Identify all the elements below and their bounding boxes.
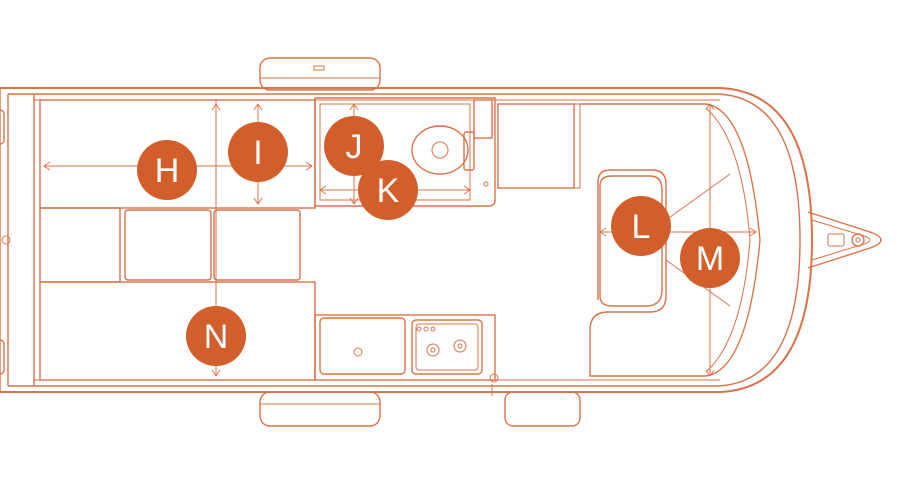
tow-hitch: [807, 211, 882, 269]
rear-bed: [39, 99, 316, 381]
kitchen: [314, 314, 499, 396]
marker-N: N: [186, 306, 246, 366]
marker-H: H: [137, 140, 197, 200]
marker-I-label: I: [253, 134, 262, 172]
rear-bumpers: [0, 109, 11, 375]
marker-L: L: [611, 196, 671, 256]
marker-K-label: K: [377, 172, 400, 210]
marker-L-label: L: [632, 208, 651, 246]
wardrobe: [497, 103, 581, 189]
marker-N-label: N: [204, 318, 229, 356]
front-dinette: [580, 103, 761, 377]
marker-K: K: [358, 160, 418, 220]
marker-M-label: M: [696, 240, 724, 278]
marker-J: J: [324, 116, 384, 176]
wheels: [259, 57, 581, 427]
marker-M: M: [680, 228, 740, 288]
marker-J-label: J: [346, 128, 363, 166]
marker-I: I: [228, 122, 288, 182]
marker-H-label: H: [155, 152, 180, 190]
